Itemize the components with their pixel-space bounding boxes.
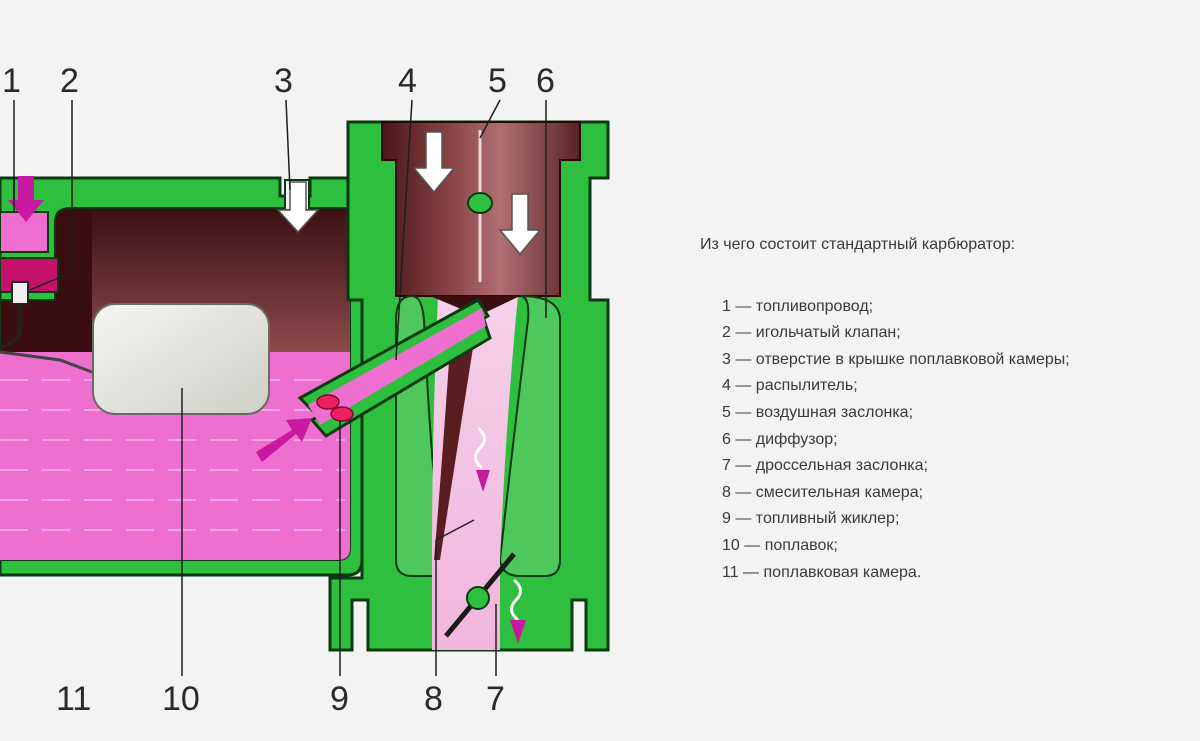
air-intake-arrow-icon — [412, 131, 542, 256]
air-inlet-arrow-icon — [276, 181, 320, 234]
legend-item: 4 — распылитель; — [722, 377, 858, 395]
fuel-inlet-arrow-icon — [8, 176, 44, 222]
legend-item: 10 — поплавок; — [722, 536, 838, 554]
callout-10: 10 — [162, 680, 200, 718]
legend-item: 2 — игольчатый клапан; — [722, 324, 901, 342]
callout-4: 4 — [398, 62, 417, 100]
float — [92, 303, 270, 415]
leader-lines — [13, 99, 547, 676]
legend-item: 6 — диффузор; — [722, 430, 838, 448]
mixture-flow-arrow-icon — [474, 426, 526, 644]
throttle-valve — [444, 552, 516, 638]
callout-9: 9 — [330, 680, 349, 718]
legend-item: 11 — поплавковая камера. — [722, 563, 922, 581]
legend: Из чего состоит стандартный карбюратор: … — [700, 232, 1190, 586]
legend-title: Из чего состоит стандартный карбюратор: — [700, 236, 1016, 253]
fuel-feed-arrow-icon — [256, 418, 312, 462]
legend-item: 5 — воздушная заслонка; — [722, 403, 914, 421]
legend-list: 1 — топливопровод; 2 — игольчатый клапан… — [700, 294, 1190, 587]
air-damper — [467, 130, 493, 282]
callout-3: 3 — [274, 62, 293, 100]
callout-5: 5 — [488, 62, 507, 100]
sprayer — [297, 298, 492, 438]
float-chamber — [0, 176, 364, 577]
callout-6: 6 — [536, 62, 555, 100]
needle-valve — [0, 281, 93, 374]
legend-item: 8 — смесительная камера; — [722, 483, 924, 501]
carburetor-diagram: 1 2 3 4 5 6 11 10 9 8 7 — [0, 62, 610, 718]
fuel-jet — [316, 394, 354, 422]
callout-7: 7 — [486, 680, 505, 718]
callout-2: 2 — [60, 62, 79, 100]
legend-item: 1 — топливопровод; — [722, 297, 874, 315]
carburetor-body — [328, 120, 610, 652]
legend-item: 9 — топливный жиклер; — [722, 510, 900, 528]
callout-8: 8 — [424, 680, 443, 718]
callout-11: 11 — [56, 680, 91, 718]
legend-item: 7 — дроссельная заслонка; — [722, 457, 928, 475]
legend-item: 3 — отверстие в крышке поплавковой камер… — [722, 350, 1070, 368]
callout-1: 1 — [2, 62, 21, 100]
